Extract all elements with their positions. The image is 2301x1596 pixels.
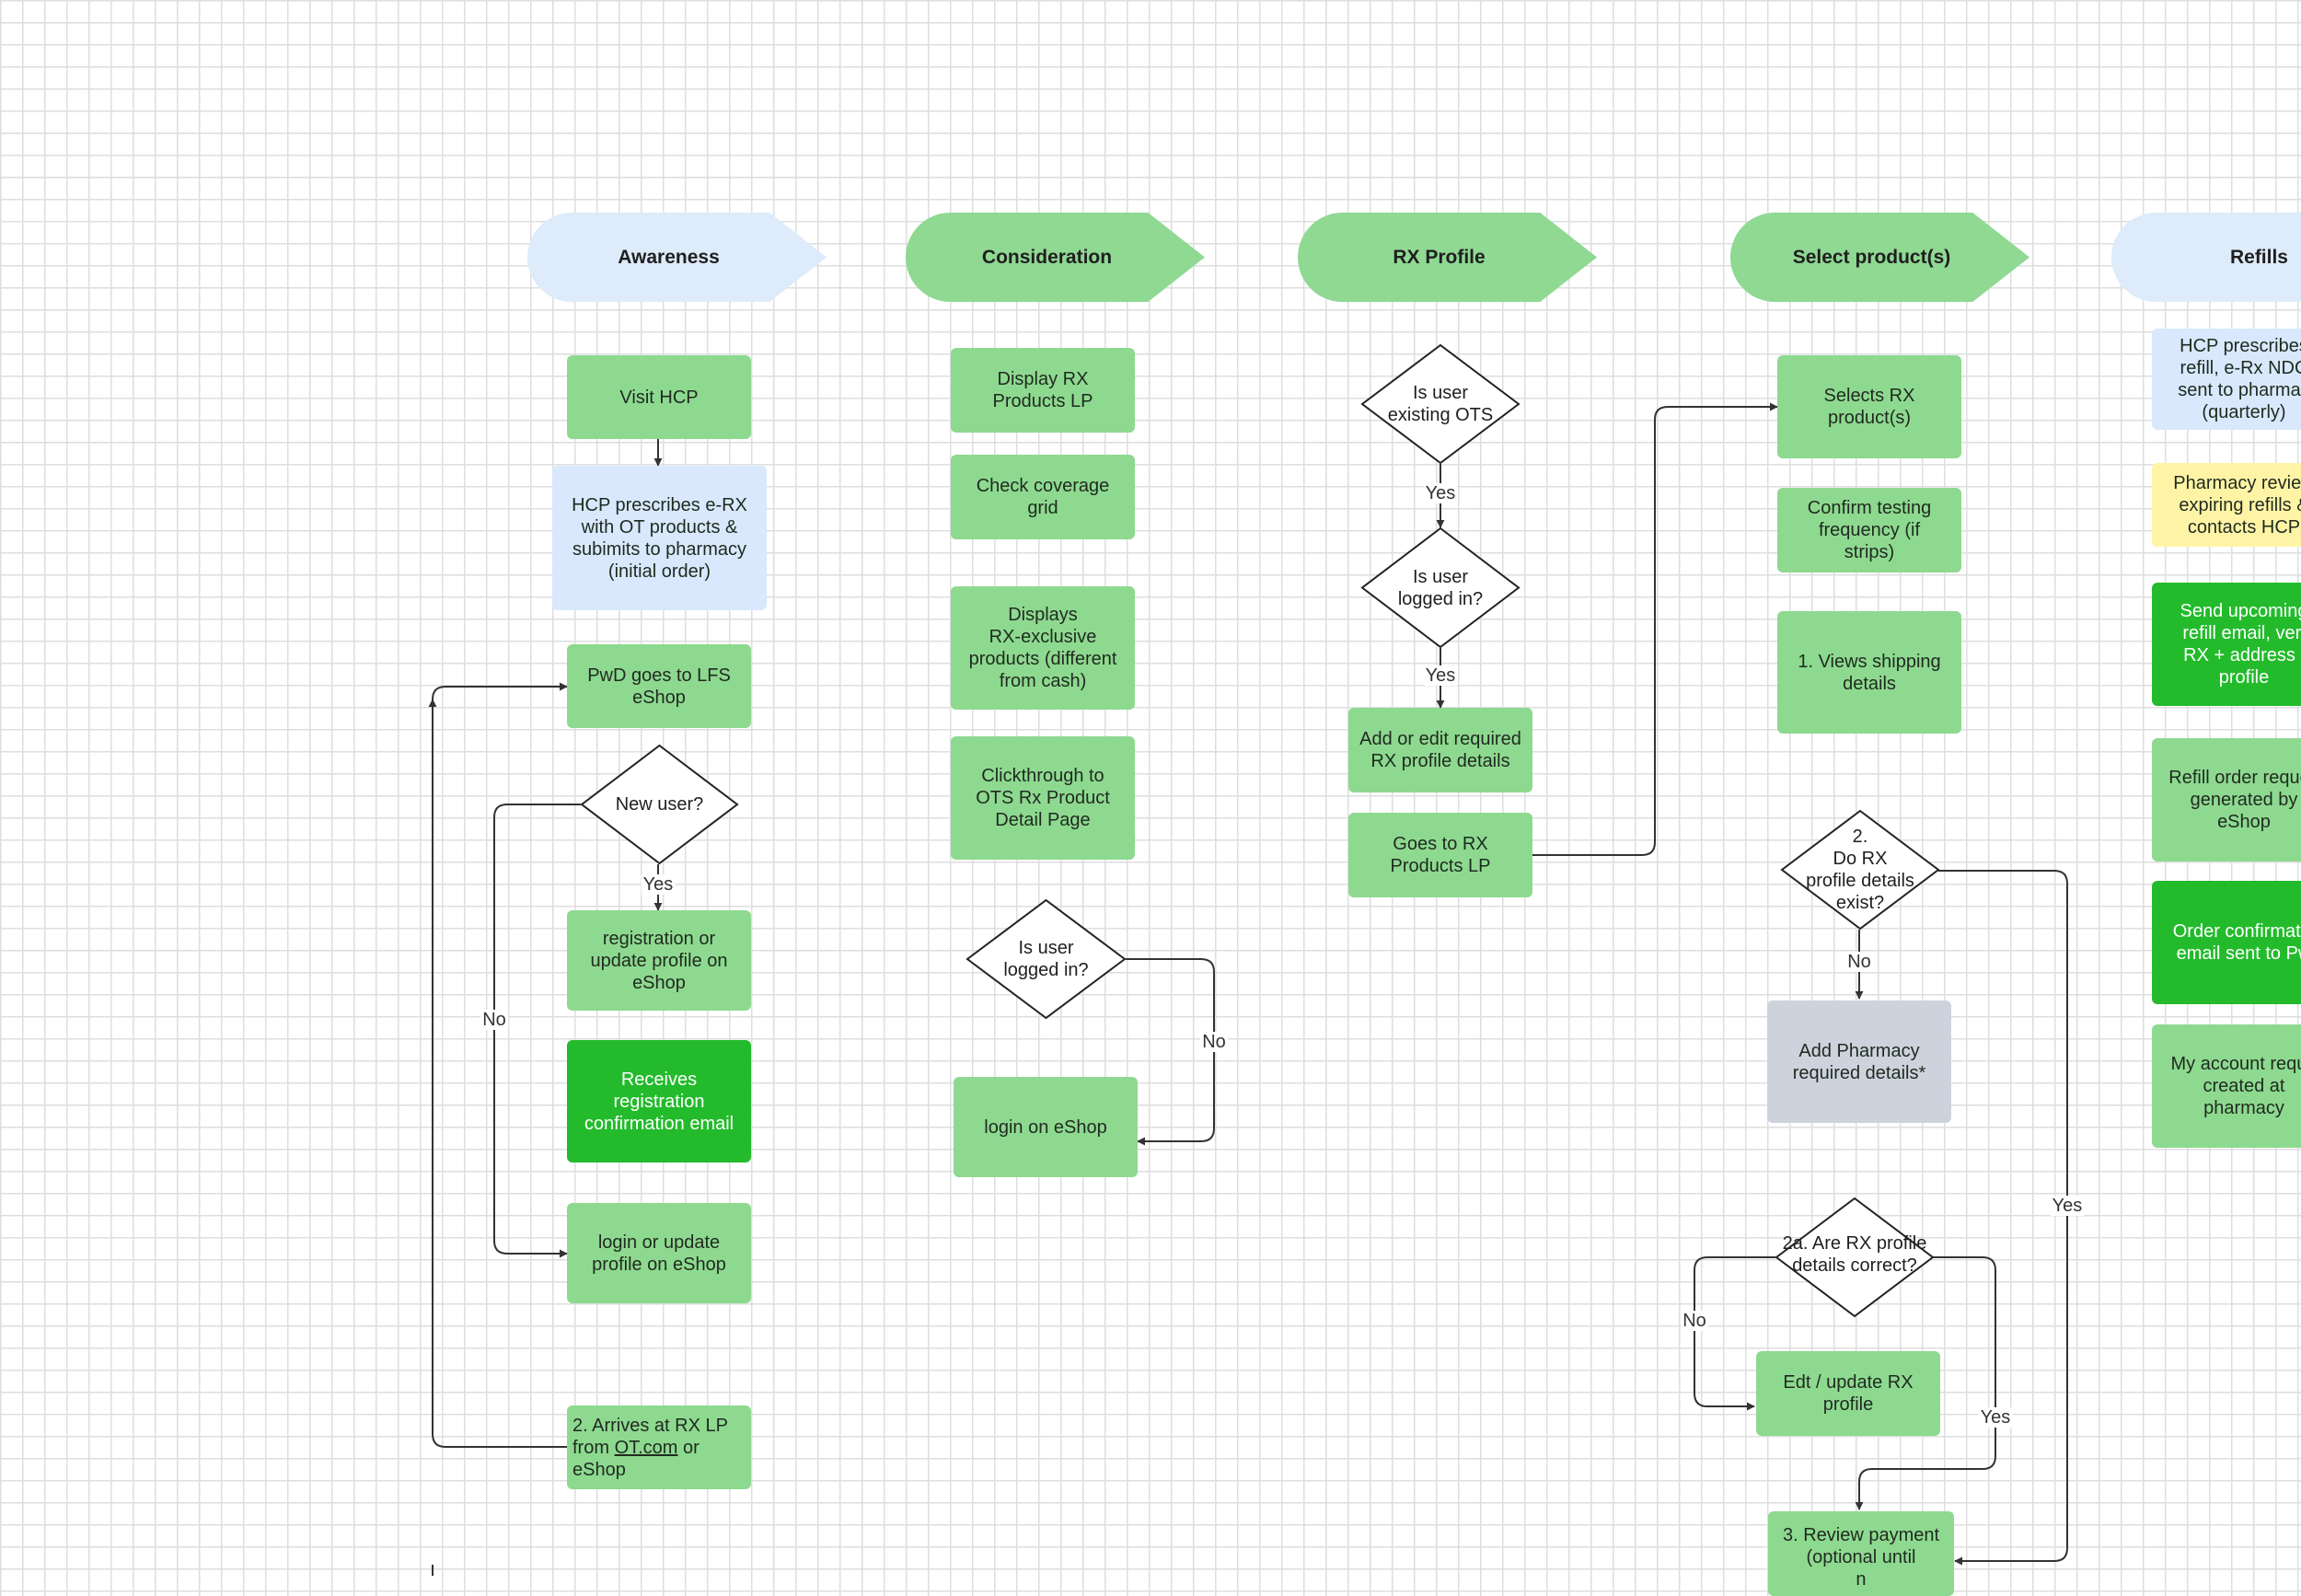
node-edit-update-profile[interactable]: Edt / update RX profile <box>1756 1351 1940 1436</box>
label-exist-yes: Yes <box>2050 1196 2085 1216</box>
phase-consideration-label: Consideration <box>981 246 1113 268</box>
label-newuser-no: No <box>480 1010 508 1030</box>
connector-correct-yes <box>1855 1256 1996 1510</box>
node-displays-exclusive[interactable]: Displays RX-exclusive products (differen… <box>951 586 1135 710</box>
phase-rx-profile-label: RX Profile <box>1393 246 1486 268</box>
decision-shape <box>1361 344 1520 464</box>
node-add-pharmacy[interactable]: Add Pharmacy required details* <box>1767 1000 1951 1123</box>
connector-exist-yes <box>1938 870 2068 1566</box>
phase-awareness[interactable]: Awareness <box>527 213 827 302</box>
arrives-prefix: 2. Arrives at RX LP from <box>572 1415 728 1458</box>
decision-shape <box>1361 527 1520 648</box>
label-newuser-yes: Yes <box>641 874 676 895</box>
node-refill-order[interactable]: Refill order reques generated by eShop <box>2152 738 2301 862</box>
decision-profile-exist[interactable]: 2. Do RX profile details exist? <box>1781 810 1939 930</box>
arrives-suffix: or eShop <box>572 1437 700 1480</box>
node-arrives-rx-lp[interactable]: 2. Arrives at RX LP from OT.com or eShop <box>567 1405 751 1489</box>
decision-rx-logged-in[interactable]: Is user logged in? <box>1361 527 1520 648</box>
decision-shape <box>966 899 1126 1019</box>
decision-shape <box>1781 810 1939 930</box>
label-rx-loggedin-yes: Yes <box>1423 665 1458 686</box>
phase-refills-label: Refills <box>2229 246 2288 268</box>
node-goes-to-rx-lp[interactable]: Goes to RX Products LP <box>1348 813 1532 897</box>
label-loggedin-no: No <box>1200 1032 1228 1052</box>
node-selects-rx[interactable]: Selects RX product(s) <box>1777 355 1961 458</box>
node-my-account[interactable]: My account reque created at pharmacy <box>2152 1024 2301 1148</box>
connector-goes-to-selects <box>1532 402 1778 856</box>
node-add-edit-profile[interactable]: Add or edit required RX profile details <box>1348 708 1532 792</box>
node-check-coverage[interactable]: Check coverage grid <box>951 455 1135 539</box>
decision-details-correct[interactable]: 2a. Are RX profile details correct? <box>1775 1197 1934 1317</box>
node-visit-hcp[interactable]: Visit HCP <box>567 355 751 439</box>
node-pwd-goes-eshop[interactable]: PwD goes to LFS eShop <box>567 644 751 728</box>
decision-existing-ots[interactable]: Is user existing OTS <box>1361 344 1520 464</box>
decision-shape <box>1775 1197 1934 1317</box>
decision-existing-ots-label: Is user existing OTS <box>1387 383 1494 425</box>
decision-consideration-logged-in[interactable]: Is user logged in? <box>966 899 1126 1019</box>
node-review-payment[interactable]: 3. Review payment (optional until n <box>1768 1511 1954 1596</box>
label-exist-no: No <box>1845 952 1873 972</box>
connector-to-pwd <box>432 682 568 700</box>
phase-awareness-label: Awareness <box>618 246 720 268</box>
decision-rx-logged-in-label: Is user logged in? <box>1397 566 1484 609</box>
decision-new-user[interactable]: New user? <box>581 745 738 864</box>
label-existing-yes: Yes <box>1423 483 1458 503</box>
node-clickthrough[interactable]: Clickthrough to OTS Rx Product Detail Pa… <box>951 736 1135 860</box>
node-receives-email[interactable]: Receives registration confirmation email <box>567 1040 751 1162</box>
connector-correct-no <box>1694 1256 1775 1411</box>
decision-consideration-logged-in-label: Is user logged in? <box>1003 938 1089 980</box>
node-hcp-prescribes[interactable]: HCP prescribes e-RX with OT products & s… <box>552 466 767 610</box>
node-send-upcoming[interactable]: Send upcoming refill email, veri RX + ad… <box>2152 583 2301 706</box>
node-arrives-text: 2. Arrives at RX LP from OT.com or eShop <box>572 1415 728 1481</box>
node-confirm-testing[interactable]: Confirm testing frequency (if strips) <box>1777 488 1961 572</box>
node-login-update[interactable]: login or update profile on eShop <box>567 1203 751 1303</box>
phase-select-products[interactable]: Select product(s) <box>1730 213 2029 302</box>
decision-new-user-label: New user? <box>615 794 704 815</box>
node-hcp-refill[interactable]: HCP prescribes refill, e-Rx NDC sent to … <box>2152 329 2301 430</box>
phase-select-products-label: Select product(s) <box>1792 246 1951 268</box>
node-order-confirmation[interactable]: Order confirmatio email sent to Pw <box>2152 881 2301 1004</box>
decision-profile-exist-label: 2. Do RX profile details exist? <box>1806 827 1914 913</box>
label-correct-no: No <box>1681 1311 1708 1331</box>
node-registration[interactable]: registration or update profile on eShop <box>567 910 751 1011</box>
arrives-link[interactable]: OT.com <box>614 1437 678 1458</box>
phase-rx-profile[interactable]: RX Profile <box>1298 213 1597 302</box>
label-correct-yes: Yes <box>1978 1407 2013 1428</box>
decision-details-correct-label: 2a. Are RX profile details correct? <box>1782 1233 1927 1276</box>
node-login-eshop[interactable]: login on eShop <box>954 1077 1138 1177</box>
connector-arrives-loop <box>428 699 567 1448</box>
decision-shape <box>581 745 738 864</box>
node-views-shipping[interactable]: 1. Views shipping details <box>1777 611 1961 734</box>
node-pharmacy-reviews[interactable]: Pharmacy review expiring refills & conta… <box>2152 463 2301 547</box>
phase-consideration[interactable]: Consideration <box>906 213 1205 302</box>
phase-refills[interactable]: Refills <box>2111 213 2301 302</box>
node-display-rx-products[interactable]: Display RX Products LP <box>951 348 1135 433</box>
